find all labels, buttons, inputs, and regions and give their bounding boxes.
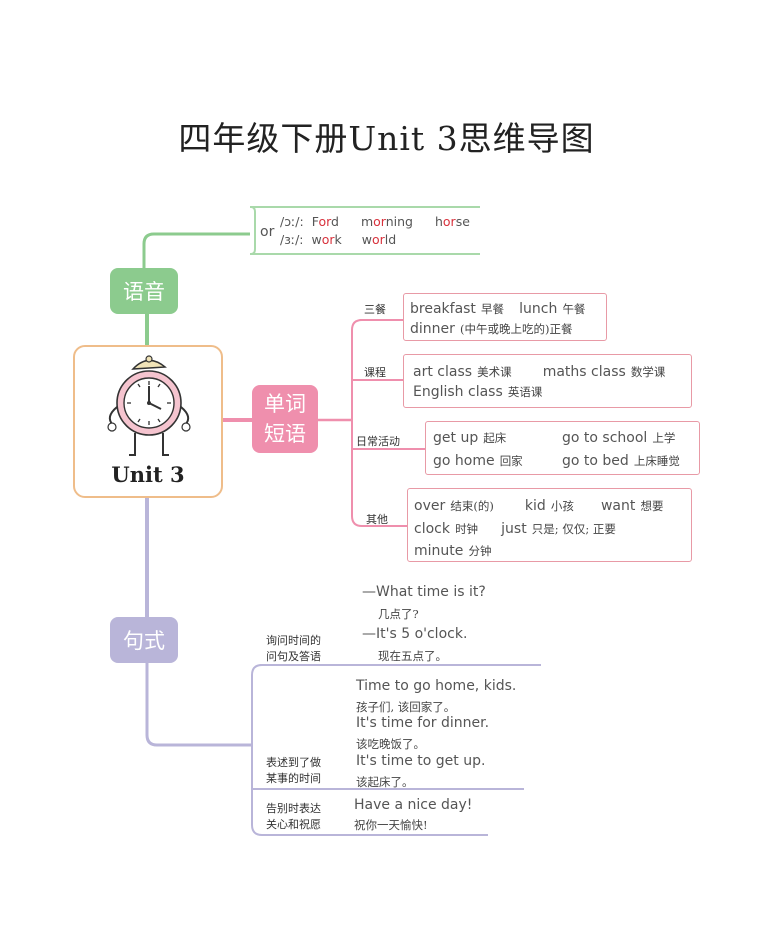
- timeto-s2-cn: 该吃晚饭了。: [356, 737, 425, 751]
- lessons-row1: art class 美术课 maths class 数学课: [413, 364, 666, 380]
- word-morning: morning: [360, 214, 413, 229]
- ask-cat-line2: 问句及答语: [266, 650, 321, 663]
- category-lessons: 课程: [364, 366, 386, 379]
- daily-row2: go home 回家: [433, 453, 523, 469]
- ask-question-cn: 几点了?: [378, 607, 419, 621]
- timeto-s1-en: Time to go home, kids.: [356, 678, 517, 694]
- page-title: 四年级下册Unit 3思维导图: [178, 119, 595, 158]
- word-work: work: [311, 232, 342, 247]
- daily-row2b: go to bed 上床睡觉: [562, 453, 680, 469]
- others-row3: minute 分钟: [414, 543, 492, 559]
- center-node: [73, 345, 223, 498]
- others-box: [407, 488, 692, 562]
- vocab-node-line1: 单词: [264, 392, 306, 416]
- farewell-cat-line1: 告别时表达: [266, 802, 321, 815]
- timeto-s1-cn: 孩子们, 该回家了。: [356, 700, 456, 714]
- timeto-cat-line1: 表述到了做: [266, 756, 321, 769]
- alarm-clock-icon: [107, 355, 191, 456]
- category-daily: 日常活动: [356, 435, 400, 448]
- ask-question-en: —What time is it?: [362, 584, 486, 600]
- meals-row2: dinner (中午或晚上吃的)正餐: [410, 321, 573, 337]
- timeto-s2-en: It's time for dinner.: [356, 715, 490, 731]
- phonics-row2: /ɜː/: work world: [280, 232, 396, 247]
- timeto-s3-cn: 该起床了。: [356, 775, 414, 789]
- phonics-row2-ipa: /ɜː/:: [280, 232, 304, 247]
- word-horse: horse: [434, 214, 470, 229]
- sentences-node: 句式: [110, 617, 178, 663]
- farewell-s1-cn: 祝你一天愉快!: [354, 818, 428, 832]
- vocab-node: 单词 短语: [252, 385, 318, 453]
- ask-answer-cn: 现在五点了。: [378, 649, 447, 663]
- daily-row1: get up 起床: [433, 430, 507, 446]
- meals-box: [403, 293, 607, 341]
- vocab-node-line2: 短语: [264, 422, 306, 446]
- farewell-s1-en: Have a nice day!: [354, 797, 473, 813]
- phonics-node: 语音: [110, 268, 178, 314]
- center-label: Unit 3: [111, 462, 185, 487]
- ask-answer-en: —It's 5 o'clock.: [362, 626, 468, 642]
- lessons-box: [403, 354, 692, 408]
- phonics-letters: or: [260, 224, 275, 240]
- others-row2: clock 时钟 just 只是; 仅仅; 正要: [414, 521, 616, 537]
- ask-cat-line1: 询问时间的: [266, 634, 321, 647]
- word-world: world: [361, 232, 397, 247]
- phonics-row1: /ɔː/: Ford morning horse: [280, 214, 470, 229]
- farewell-cat-line2: 关心和祝愿: [266, 818, 321, 831]
- lessons-row2: English class 英语课: [413, 384, 543, 400]
- meals-row1: breakfast 早餐 lunch 午餐: [410, 301, 586, 317]
- category-others: 其他: [366, 513, 388, 526]
- phonics-row1-ipa: /ɔː/:: [280, 214, 304, 229]
- daily-box: [425, 421, 700, 475]
- others-row1: over 结束(的) kid 小孩 want 想要: [414, 498, 664, 514]
- category-meals: 三餐: [364, 303, 386, 316]
- timeto-s3-en: It's time to get up.: [356, 753, 486, 769]
- daily-row1b: go to school 上学: [562, 430, 676, 446]
- word-ford: Ford: [311, 214, 339, 229]
- timeto-cat-line2: 某事的时间: [266, 772, 321, 785]
